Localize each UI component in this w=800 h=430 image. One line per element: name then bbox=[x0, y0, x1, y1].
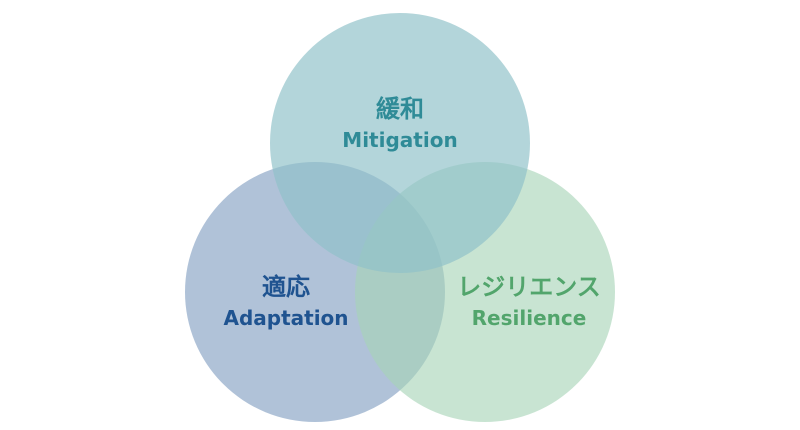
mitigation-label-ja: 緩和 bbox=[376, 95, 424, 123]
adaptation-label-en: Adaptation bbox=[223, 306, 348, 330]
mitigation-circle bbox=[270, 13, 530, 273]
mitigation-label-en: Mitigation bbox=[342, 128, 457, 152]
resilience-label-ja: レジリエンス bbox=[457, 273, 601, 301]
resilience-label-en: Resilience bbox=[472, 306, 587, 330]
adaptation-label-ja: 適応 bbox=[262, 273, 310, 301]
